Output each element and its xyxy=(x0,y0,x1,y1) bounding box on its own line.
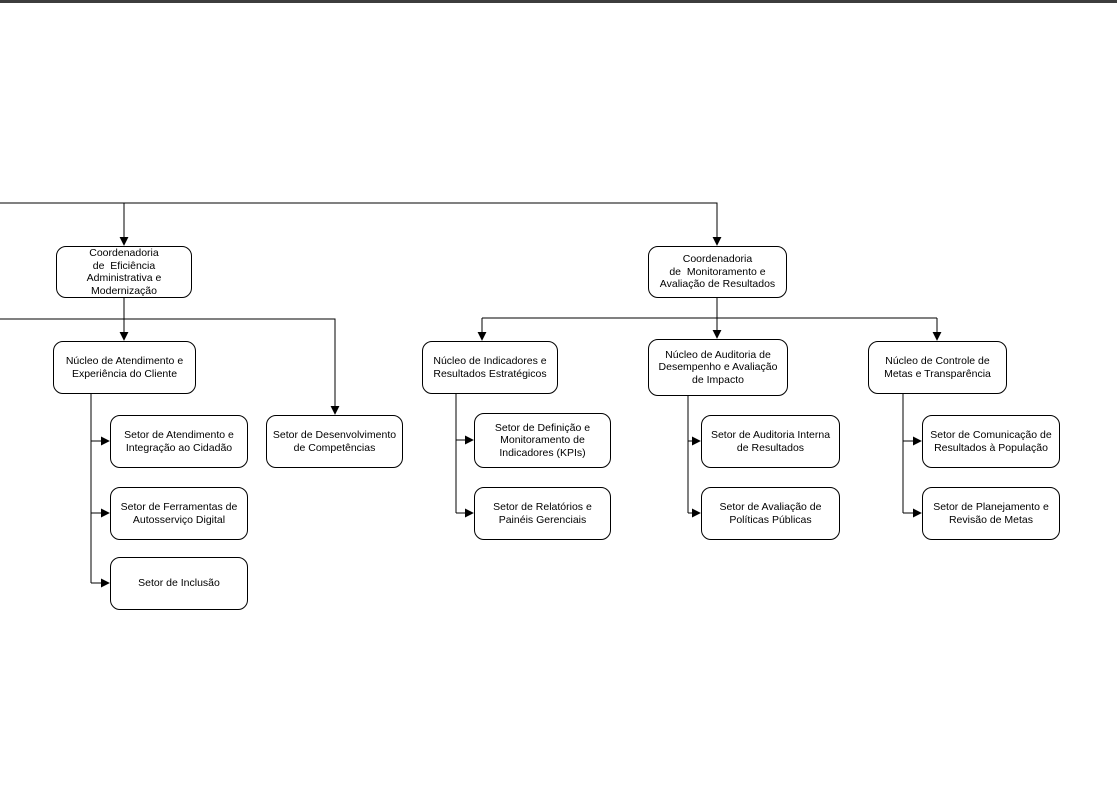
node-label: Setor de Atendimento e Integração ao Cid… xyxy=(124,429,234,454)
window-top-edge xyxy=(0,0,1117,3)
node-label: Setor de Ferramentas de Autosserviço Dig… xyxy=(120,501,238,526)
node-setor-definicao: Setor de Definição e Monitoramento de In… xyxy=(474,413,611,468)
node-label: Setor de Avaliação de Políticas Públicas xyxy=(719,501,822,526)
node-setor-planejamento: Setor de Planejamento e Revisão de Metas xyxy=(922,487,1060,540)
node-nucleo-auditoria: Núcleo de Auditoria de Desempenho e Aval… xyxy=(648,339,788,396)
node-label: Setor de Inclusão xyxy=(138,577,220,590)
node-setor-relatorios: Setor de Relatórios e Painéis Gerenciais xyxy=(474,487,611,540)
node-setor-avaliacao: Setor de Avaliação de Políticas Públicas xyxy=(701,487,840,540)
node-label: Setor de Relatórios e Painéis Gerenciais xyxy=(493,501,592,526)
node-setor-atendimento: Setor de Atendimento e Integração ao Cid… xyxy=(110,415,248,468)
node-label: Setor de Auditoria Interna de Resultados xyxy=(710,429,831,454)
node-coordenadoria-monitoramento: Coordenadoria de Monitoramento e Avaliaç… xyxy=(648,246,787,298)
node-label: Núcleo de Auditoria de Desempenho e Aval… xyxy=(658,348,778,386)
connector-parent-to-coord-monitoramento xyxy=(0,202,722,246)
node-label: Coordenadoria de Eficiência Administrati… xyxy=(86,247,162,297)
node-nucleo-controle: Núcleo de Controle de Metas e Transparên… xyxy=(868,341,1007,394)
connector-branch-to-setor-desenvolvimento xyxy=(0,318,340,415)
node-setor-desenvolvimento: Setor de Desenvolvimento de Competências xyxy=(266,415,403,468)
node-setor-inclusao: Setor de Inclusão xyxy=(110,557,248,610)
node-nucleo-atendimento: Núcleo de Atendimento e Experiência do C… xyxy=(53,341,196,394)
node-label: Núcleo de Indicadores e Resultados Estra… xyxy=(433,355,547,380)
node-label: Coordenadoria de Monitoramento e Avaliaç… xyxy=(659,253,776,291)
node-label: Setor de Comunicação de Resultados à Pop… xyxy=(930,429,1052,454)
node-label: Setor de Desenvolvimento de Competências xyxy=(272,429,397,454)
node-label: Setor de Planejamento e Revisão de Metas xyxy=(933,501,1049,526)
node-setor-ferramentas: Setor de Ferramentas de Autosserviço Dig… xyxy=(110,487,248,540)
node-nucleo-indicadores: Núcleo de Indicadores e Resultados Estra… xyxy=(422,341,558,394)
node-label: Núcleo de Controle de Metas e Transparên… xyxy=(884,355,991,380)
node-label: Setor de Definição e Monitoramento de In… xyxy=(494,421,591,459)
node-coordenadoria-eficiencia: Coordenadoria de Eficiência Administrati… xyxy=(56,246,192,298)
node-label: Núcleo de Atendimento e Experiência do C… xyxy=(65,355,184,380)
node-setor-auditoria-interna: Setor de Auditoria Interna de Resultados xyxy=(701,415,840,468)
connector-coord-monitoramento-stem xyxy=(482,298,937,319)
node-setor-comunicacao: Setor de Comunicação de Resultados à Pop… xyxy=(922,415,1060,468)
